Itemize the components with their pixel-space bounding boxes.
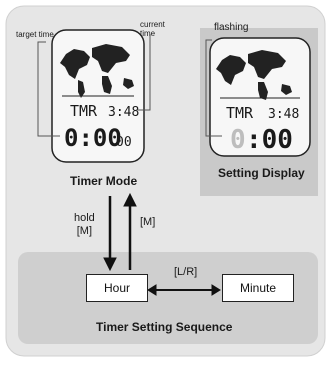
left-timer-small: 00 [116,135,132,150]
right-clock-text: 3:48 [268,107,299,122]
hold-m-label: hold [M] [74,212,95,237]
lr-button-label: [L/R] [174,266,198,278]
current-time-label: current time [140,20,165,38]
up-arrow-head [123,192,137,207]
setting-display-label: Setting Display [218,166,305,180]
current-time-pointer [136,34,151,111]
left-lcd-text: TMR 3:48 0:00 00 [64,102,139,152]
timer-mode-label: Timer Mode [70,174,138,188]
world-map-left [60,44,134,98]
target-time-pointer [37,41,60,137]
hour-box: Hour [86,274,148,302]
down-arrow-head [103,257,117,272]
left-clock-text: 3:48 [108,105,139,120]
flashing-label: flashing [214,22,249,33]
left-mode-text: TMR [70,102,98,120]
flashing-pointer [205,39,222,137]
minute-label: Minute [239,281,277,295]
mode-arrows [103,192,137,272]
timer-setting-sequence-label: Timer Setting Sequence [96,320,233,334]
world-map-right [216,50,292,100]
right-timer-rest: :00 [246,125,293,155]
target-time-label: target time [16,30,54,39]
right-flash-digit: 0 [230,125,246,155]
right-mode-text: TMR [226,104,254,122]
hour-label: Hour [103,281,130,295]
m-button-label: [M] [140,216,156,228]
left-watch: TMR 3:48 0:00 00 [51,29,145,163]
lr-arrow [147,284,221,296]
left-timer-main: 0:00 [64,124,122,152]
minute-box: Minute [222,274,294,302]
right-watch: TMR 3:48 0 :00 [209,37,311,157]
